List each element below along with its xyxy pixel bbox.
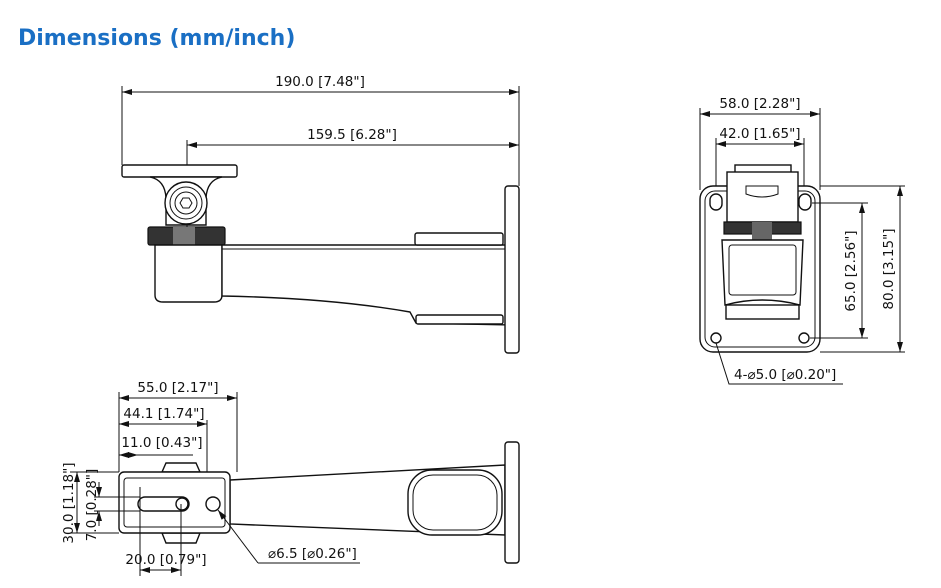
mount-hole <box>710 332 722 344</box>
arm-body <box>221 244 514 326</box>
plate-width-label: 30.0 [1.18"] <box>61 462 77 543</box>
mount-hole <box>205 496 221 512</box>
plate-length-label: 55.0 [2.17"] <box>137 380 218 396</box>
mount-hole <box>798 332 810 344</box>
hole-offset-label: 44.1 [1.74"] <box>123 406 204 422</box>
side-view: 190.0 [7.48"] 159.5 [6.28"] <box>121 74 520 354</box>
hole-diameter-label: ⌀6.5 [⌀0.26"] <box>268 546 357 562</box>
slot-length-label: 20.0 [0.79"] <box>125 552 206 568</box>
page-title: Dimensions (mm/inch) <box>18 26 296 51</box>
bottom-view: 55.0 [2.17"] 44.1 [1.74"] 11.0 [0.43"] 3… <box>61 380 520 576</box>
slot-offset-label: 11.0 [0.43"] <box>121 435 202 451</box>
front-view: 58.0 [2.28"] 42.0 [1.65"] 80.0 [3.15"] 6… <box>699 96 905 385</box>
camera-plate <box>121 164 238 178</box>
hole-spacing-height-label: 65.0 [2.56"] <box>843 230 859 311</box>
hole-spacing-width-label: 42.0 [1.65"] <box>719 126 800 142</box>
mount-length-label: 159.5 [6.28"] <box>307 127 397 143</box>
wall-plate <box>504 185 520 354</box>
plate-height-label: 80.0 [3.15"] <box>881 228 897 309</box>
slot-width-label: 7.0 [0.28"] <box>84 469 100 542</box>
mount-holes-label: 4-⌀5.0 [⌀0.20"] <box>734 367 836 383</box>
plate-width-label: 58.0 [2.28"] <box>719 96 800 112</box>
overall-length-label: 190.0 [7.48"] <box>275 74 365 90</box>
pivot-joint <box>164 181 208 225</box>
slot <box>137 496 190 512</box>
arm-head <box>154 244 223 303</box>
wall-plate <box>504 441 520 564</box>
hex-bolt-icon <box>179 197 193 209</box>
